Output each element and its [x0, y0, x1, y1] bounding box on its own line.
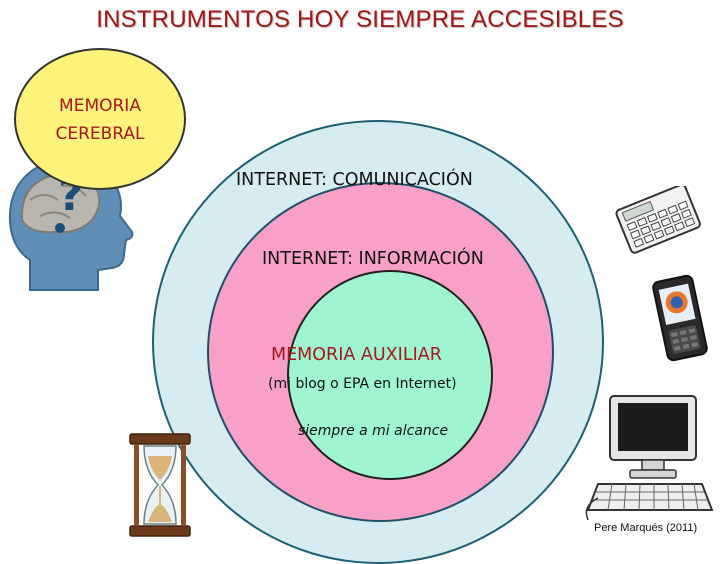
auxiliary-memory-label: MEMORIA AUXILIAR	[271, 345, 442, 365]
internet-information-label: INTERNET: INFORMACIÓN	[262, 249, 484, 269]
author-credit: Pere Marqués (2011)	[594, 522, 698, 534]
cerebral-memory-line1: MEMORIA	[59, 96, 141, 116]
auxiliary-memory-subtitle: (mi blog o EPA en Internet)	[268, 376, 457, 392]
auxiliary-memory-circle	[287, 270, 493, 480]
cerebral-memory-label: MEMORIA CEREBRAL	[14, 92, 186, 148]
smartphone-icon	[652, 274, 708, 362]
head-brain-icon: ?	[8, 156, 134, 291]
auxiliary-memory-note: siempre a mi alcance	[298, 423, 449, 439]
cerebral-memory-line2: CEREBRAL	[55, 124, 145, 144]
hourglass-icon	[129, 433, 191, 537]
internet-communication-label: INTERNET: COMUNICACIÓN	[236, 170, 473, 190]
page-title: INSTRUMENTOS HOY SIEMPRE ACCESIBLES	[96, 6, 624, 33]
calculator-icon	[615, 186, 701, 254]
cerebral-memory-bubble	[14, 48, 186, 190]
desktop-computer-icon	[585, 395, 714, 520]
